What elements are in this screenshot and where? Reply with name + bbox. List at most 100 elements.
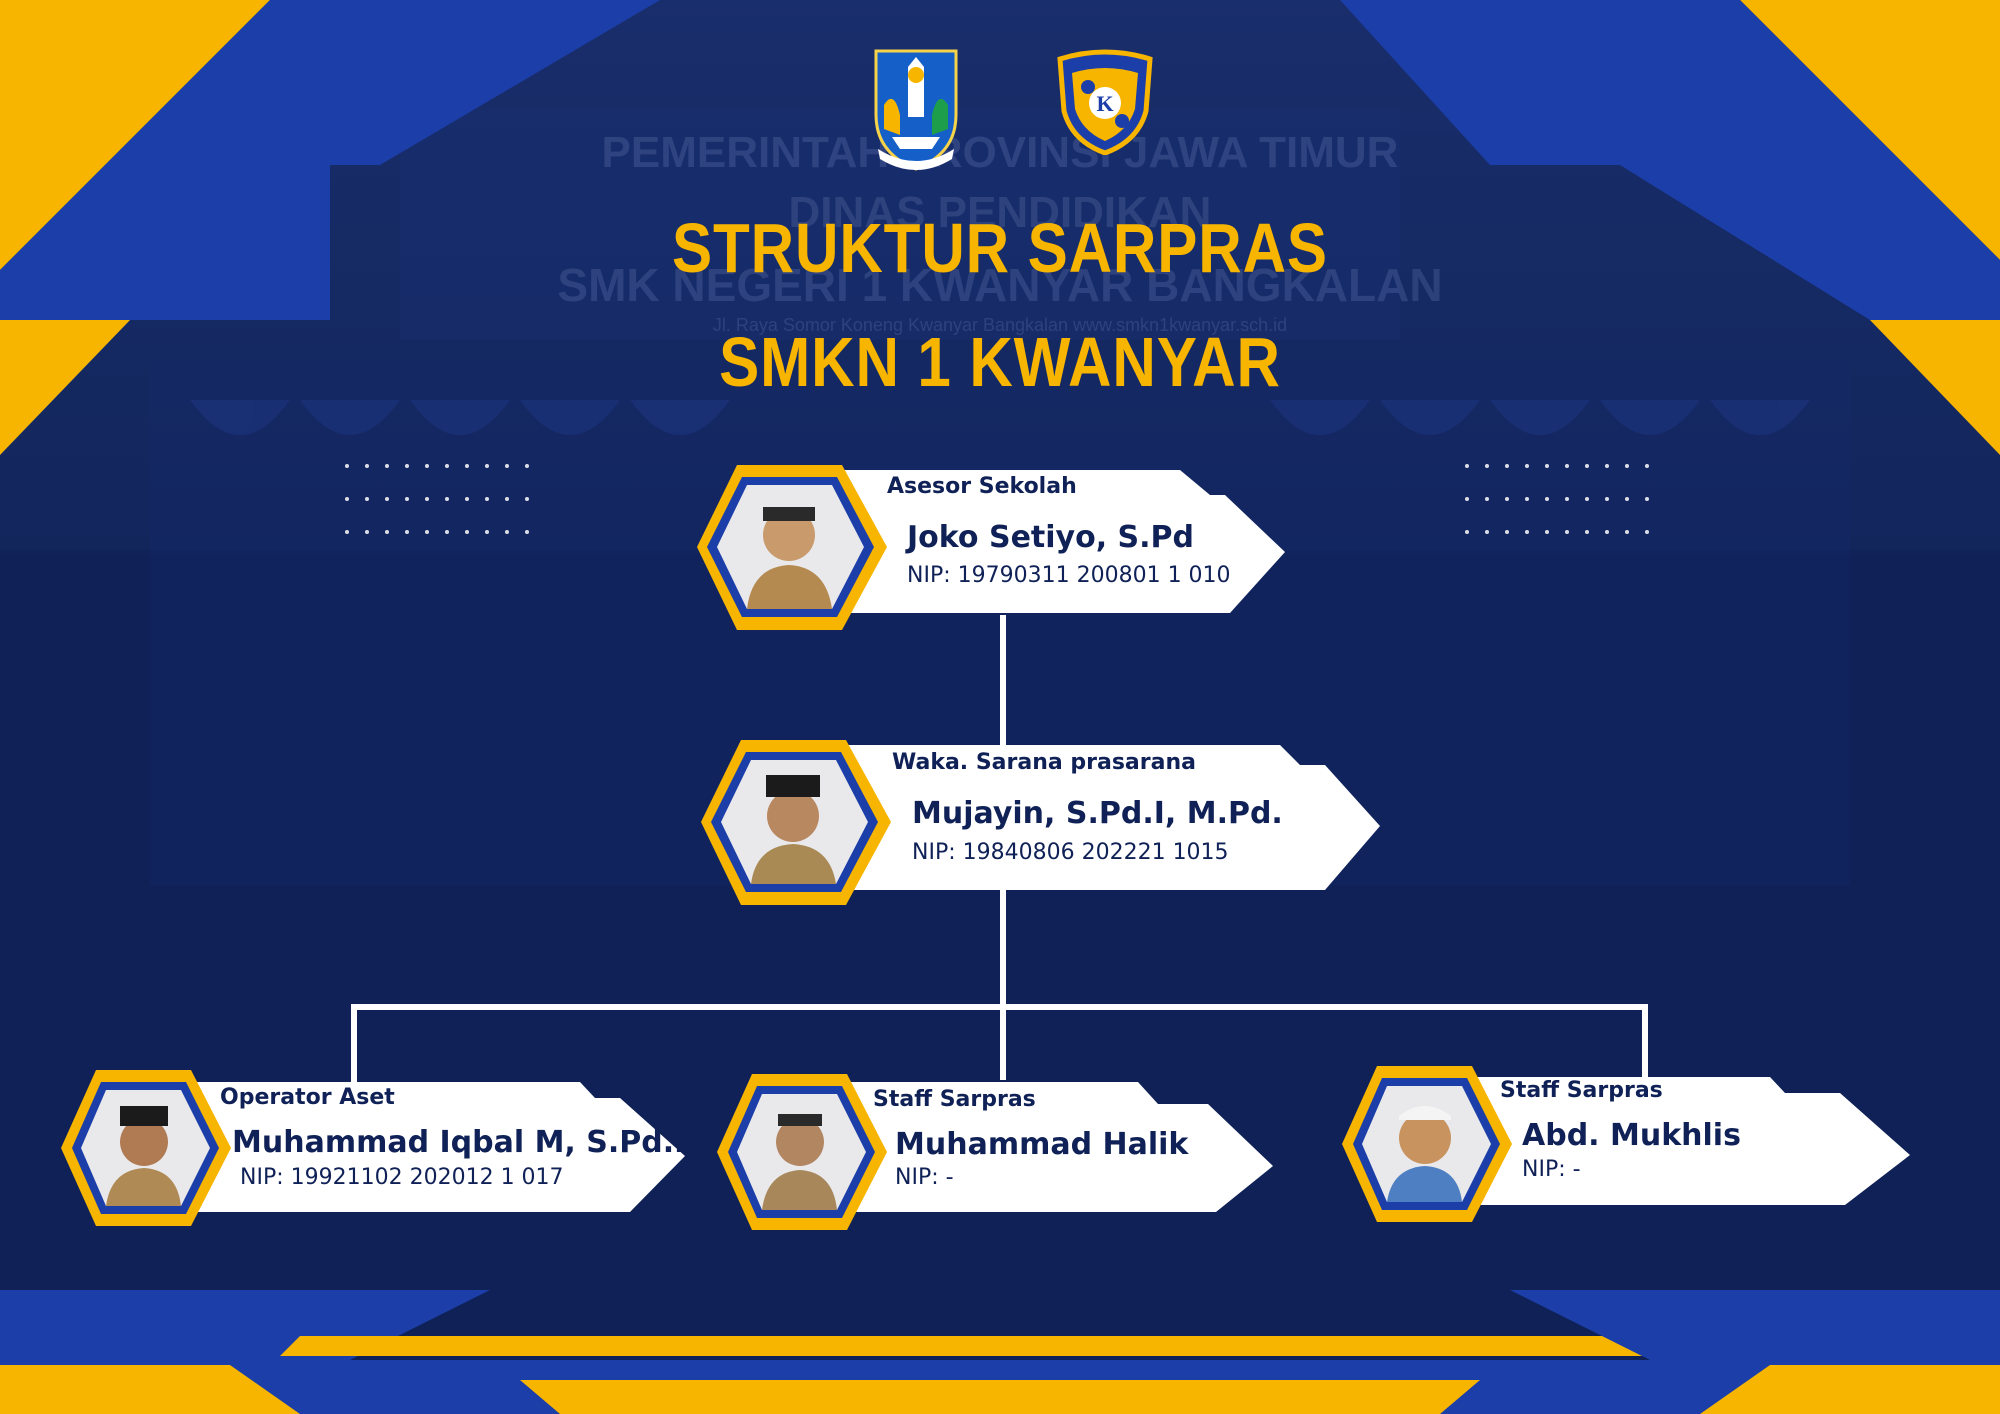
connector-right-drop	[1642, 1004, 1648, 1080]
role-label: Staff Sarpras	[1500, 1078, 1663, 1103]
decorative-dot	[1525, 464, 1529, 468]
decorative-dot	[525, 464, 529, 468]
decorative-dot	[505, 497, 509, 501]
background-sign: PEMERINTAH PROVINSI JAWA TIMUR DINAS PEN…	[557, 128, 1443, 335]
decorative-dot	[1625, 497, 1629, 501]
decorative-dot	[505, 530, 509, 534]
decorative-dot	[445, 464, 449, 468]
decorative-dot	[465, 530, 469, 534]
decorative-dot	[405, 530, 409, 534]
decorative-dot	[345, 497, 349, 501]
card-banner	[160, 1082, 685, 1212]
member-nip: NIP: 19921102 202012 1 017	[240, 1165, 564, 1190]
role-label: Staff Sarpras	[873, 1087, 1036, 1112]
role-label: Asesor Sekolah	[887, 474, 1077, 499]
connector-left-drop	[351, 1004, 357, 1084]
sign-line-3: SMK NEGERI 1 KWANYAR BANGKALAN	[557, 259, 1443, 311]
photo-hexagon-frame	[1342, 1066, 1512, 1222]
connector-top-vertical	[1000, 615, 1006, 745]
sign-line-2: DINAS PENDIDIKAN	[788, 188, 1212, 237]
decorative-dot	[1485, 497, 1489, 501]
decorative-dot	[405, 464, 409, 468]
decorative-dot	[1585, 464, 1589, 468]
sign-line-4: Jl. Raya Somor Koneng Kwanyar Bangkalan …	[712, 315, 1288, 335]
decorative-dot	[385, 464, 389, 468]
smk-kwanyar-emblem-logo: K	[1057, 49, 1153, 155]
decorative-dot	[445, 530, 449, 534]
member-name: Muhammad Halik	[895, 1127, 1189, 1162]
decorative-dot	[1565, 530, 1569, 534]
decorative-dot	[465, 464, 469, 468]
decorative-dot	[1505, 530, 1509, 534]
member-name: Muhammad Iqbal M, S.Pd.I	[232, 1125, 686, 1160]
decorative-dot	[1485, 530, 1489, 534]
jawa-timur-crest-logo	[874, 49, 958, 171]
decorative-dot	[1565, 464, 1569, 468]
decorative-dot	[1605, 530, 1609, 534]
card-banner	[800, 745, 1380, 890]
decorative-dot	[1585, 530, 1589, 534]
decorative-dot	[1585, 497, 1589, 501]
svg-text:K: K	[1096, 91, 1113, 116]
decorative-dot	[1525, 497, 1529, 501]
dot-grid-left	[345, 464, 545, 563]
decorative-dot	[1545, 497, 1549, 501]
decorative-dot	[1545, 530, 1549, 534]
decorative-dot	[1645, 530, 1649, 534]
decorative-dot	[1465, 497, 1469, 501]
photo-hexagon-frame	[701, 740, 891, 905]
decorative-dot	[1645, 497, 1649, 501]
decorative-dot	[485, 530, 489, 534]
decorative-dot	[385, 530, 389, 534]
decorative-dot	[345, 530, 349, 534]
decorative-dot	[425, 464, 429, 468]
connector-mid-vertical	[1000, 890, 1006, 1080]
card-banner	[790, 470, 1285, 613]
member-nip: NIP: -	[895, 1165, 954, 1190]
decorative-dot	[385, 497, 389, 501]
decorative-dot	[1565, 497, 1569, 501]
decorative-dot	[425, 530, 429, 534]
decorative-dot	[505, 464, 509, 468]
connector-horizontal	[351, 1004, 1648, 1010]
decorative-dot	[365, 497, 369, 501]
decorative-dot	[345, 464, 349, 468]
decorative-dot	[1505, 497, 1509, 501]
decorative-dot	[465, 497, 469, 501]
member-name: Mujayin, S.Pd.I, M.Pd.	[912, 796, 1283, 831]
photo-hexagon-frame	[717, 1074, 887, 1230]
photo-hexagon-frame	[61, 1070, 231, 1226]
decorative-dot	[1485, 464, 1489, 468]
decorative-dot	[1505, 464, 1509, 468]
decorative-dot	[1625, 530, 1629, 534]
decorative-dot	[1465, 464, 1469, 468]
decorative-dot	[1605, 464, 1609, 468]
decorative-dot	[1525, 530, 1529, 534]
decorative-dot	[485, 464, 489, 468]
decorative-dot	[525, 497, 529, 501]
decorative-dot	[445, 497, 449, 501]
member-nip: NIP: 19790311 200801 1 010	[907, 563, 1231, 588]
member-name: Joko Setiyo, S.Pd	[907, 520, 1195, 555]
member-nip: NIP: 19840806 202221 1015	[912, 840, 1229, 865]
decorative-dot	[1645, 464, 1649, 468]
decorative-dot	[525, 530, 529, 534]
decorative-dot	[425, 497, 429, 501]
dot-grid-right	[1465, 464, 1665, 563]
decorative-dot	[365, 530, 369, 534]
photo-hexagon-frame	[697, 465, 887, 630]
sign-line-1: PEMERINTAH PROVINSI JAWA TIMUR	[601, 128, 1399, 177]
decorative-dot	[1605, 497, 1609, 501]
role-label: Waka. Sarana prasarana	[892, 750, 1196, 775]
decorative-dot	[1625, 464, 1629, 468]
decorative-dot	[485, 497, 489, 501]
member-name: Abd. Mukhlis	[1522, 1118, 1741, 1153]
decorative-dot	[1465, 530, 1469, 534]
role-label: Operator Aset	[220, 1085, 395, 1110]
page-title-line-2: SMKN 1 KWANYAR	[719, 323, 1281, 401]
card-banner	[1430, 1077, 1910, 1205]
decorative-dot	[365, 464, 369, 468]
decorative-dot	[405, 497, 409, 501]
member-nip: NIP: -	[1522, 1157, 1581, 1182]
